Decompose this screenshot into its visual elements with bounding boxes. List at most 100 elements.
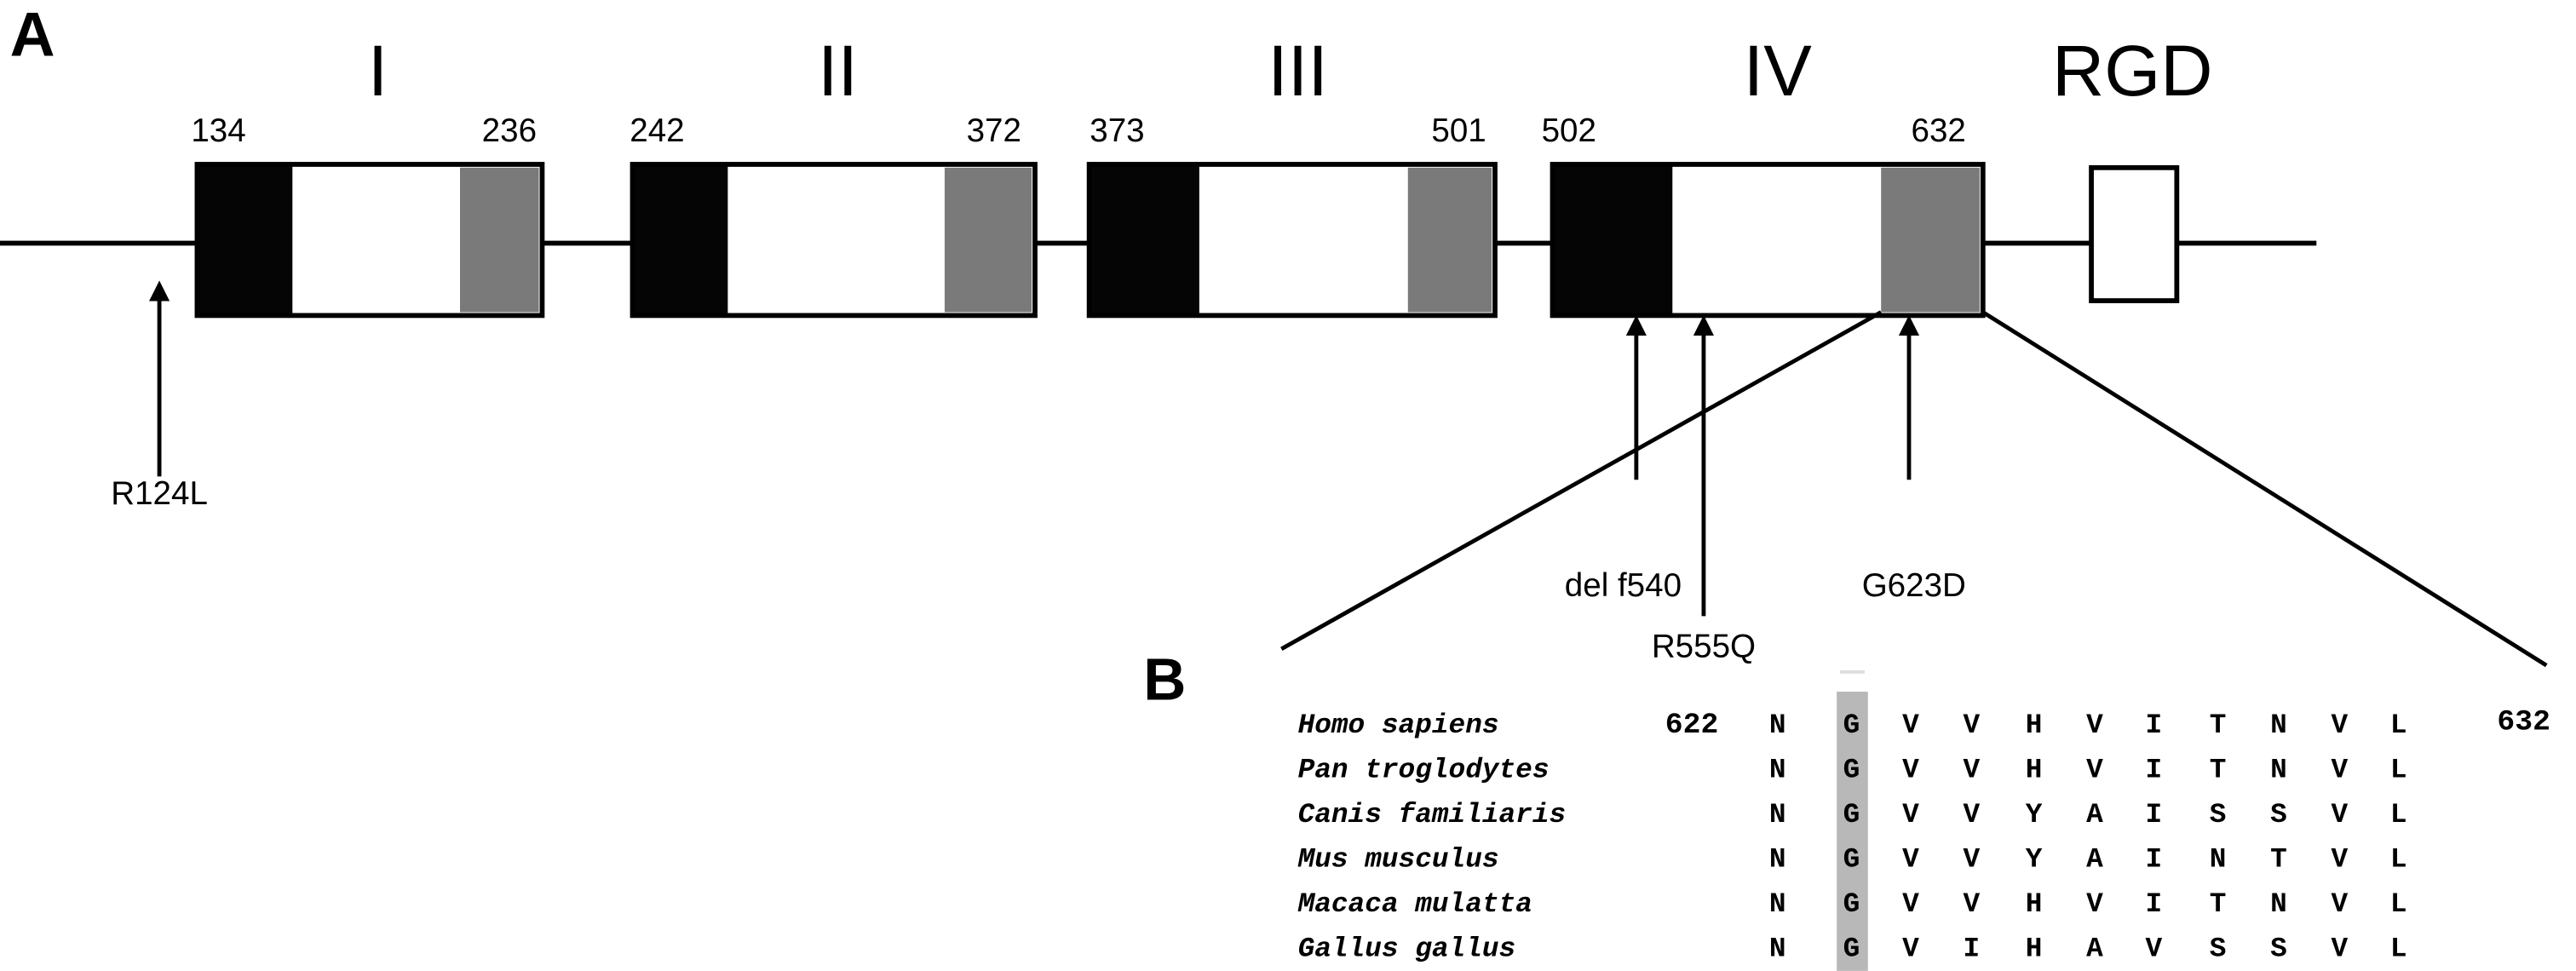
zoom-line-left bbox=[1280, 310, 1883, 651]
zoom-line-right bbox=[1981, 310, 2548, 668]
panel-b-label: B bbox=[1143, 646, 1186, 713]
residue: V bbox=[1902, 888, 1919, 920]
residue: V bbox=[2331, 710, 2348, 741]
domain-outline bbox=[1086, 162, 1498, 319]
species-name: Mus musculus bbox=[1297, 844, 1499, 876]
gray-segment bbox=[944, 167, 1032, 313]
residue: A bbox=[2086, 799, 2103, 830]
residue: N bbox=[1769, 799, 1786, 830]
start-position: 622 bbox=[1665, 709, 1718, 742]
residue: V bbox=[2331, 934, 2348, 965]
mutation-g623d: G623D bbox=[1862, 314, 1966, 604]
species-name: Homo sapiens bbox=[1298, 710, 1499, 741]
rgd-label: RGD bbox=[2052, 30, 2213, 111]
residue: G bbox=[1843, 710, 1860, 741]
residue: V bbox=[1902, 844, 1919, 876]
domain-label: I bbox=[368, 30, 388, 111]
residue: V bbox=[1963, 755, 1980, 786]
domain-label: IV bbox=[1744, 30, 1813, 111]
residue: V bbox=[1963, 844, 1980, 876]
residue: V bbox=[2086, 755, 2103, 786]
residue: V bbox=[1902, 799, 1919, 830]
residue: L bbox=[2390, 755, 2407, 786]
mutation-r124l: R124L bbox=[111, 280, 208, 512]
residue: T bbox=[2270, 844, 2287, 876]
residue: V bbox=[2086, 888, 2103, 920]
residue: I bbox=[2146, 888, 2163, 920]
residue: V bbox=[2331, 755, 2348, 786]
residue: N bbox=[1769, 888, 1786, 920]
domain-label: III bbox=[1268, 30, 1328, 111]
residue: N bbox=[1769, 755, 1786, 786]
residue: V bbox=[1902, 755, 1919, 786]
mutation-label: del f540 bbox=[1565, 567, 1682, 604]
residue: N bbox=[1769, 934, 1786, 965]
residue: I bbox=[2146, 755, 2163, 786]
residue: V bbox=[1902, 934, 1919, 965]
residue: L bbox=[2390, 710, 2407, 741]
residue: H bbox=[2026, 710, 2043, 741]
residue: Y bbox=[2026, 844, 2043, 876]
residue: V bbox=[2086, 710, 2103, 741]
residue: N bbox=[1769, 710, 1786, 741]
residue: T bbox=[2210, 888, 2227, 920]
residue: V bbox=[2146, 934, 2163, 965]
mutation-r555q: R555Q bbox=[1652, 314, 1756, 665]
mutation-label: G623D bbox=[1862, 567, 1966, 604]
panel-a-label: A bbox=[10, 0, 55, 70]
residue: G bbox=[1843, 888, 1860, 920]
domain-end: 632 bbox=[1912, 112, 1966, 149]
residue: A bbox=[2086, 934, 2103, 965]
dark-segment bbox=[1089, 164, 1199, 316]
residue: N bbox=[2270, 888, 2287, 920]
domain-start: 134 bbox=[191, 112, 245, 149]
gray-segment bbox=[460, 167, 539, 313]
species-name: Canis familiaris bbox=[1298, 799, 1567, 830]
residue: V bbox=[1963, 888, 1980, 920]
residue: N bbox=[2210, 844, 2227, 876]
residue: N bbox=[2270, 710, 2287, 741]
domain-end: 372 bbox=[967, 112, 1021, 149]
residue: V bbox=[2331, 799, 2348, 830]
residue: L bbox=[2390, 844, 2407, 876]
residue: V bbox=[2331, 844, 2348, 876]
domain-i: I 134 236 bbox=[191, 30, 545, 319]
residue: L bbox=[2390, 799, 2407, 830]
domain-outline bbox=[1550, 162, 1986, 319]
dark-segment bbox=[632, 164, 728, 316]
domain-end: 236 bbox=[482, 112, 537, 149]
residue: I bbox=[2146, 710, 2163, 741]
conserved-g-highlight bbox=[1837, 692, 1868, 971]
residue: G bbox=[1843, 844, 1860, 876]
residue: N bbox=[2270, 755, 2287, 786]
mutation-label: R555Q bbox=[1652, 629, 1756, 665]
highlight-tick bbox=[1840, 669, 1865, 674]
rgd-box bbox=[2089, 164, 2180, 303]
residue: V bbox=[1963, 799, 1980, 830]
species-name: Gallus gallus bbox=[1298, 934, 1516, 965]
domain-label: II bbox=[818, 30, 858, 111]
residue: N bbox=[1769, 844, 1786, 876]
gray-segment bbox=[1407, 167, 1492, 313]
residue: H bbox=[2026, 934, 2043, 965]
residue: S bbox=[2270, 934, 2287, 965]
domain-outline bbox=[194, 162, 545, 319]
residue: L bbox=[2390, 888, 2407, 920]
residue: S bbox=[2210, 799, 2227, 830]
residue: I bbox=[2146, 799, 2163, 830]
residue: V bbox=[1902, 710, 1919, 741]
residue: H bbox=[2026, 888, 2043, 920]
residue: S bbox=[2270, 799, 2287, 830]
residue: Y bbox=[2026, 799, 2043, 830]
residue: A bbox=[2086, 844, 2103, 876]
end-position: 632 bbox=[2497, 705, 2550, 738]
domain-start: 373 bbox=[1090, 112, 1144, 149]
residue: I bbox=[1963, 934, 1980, 965]
residue: L bbox=[2390, 934, 2407, 965]
